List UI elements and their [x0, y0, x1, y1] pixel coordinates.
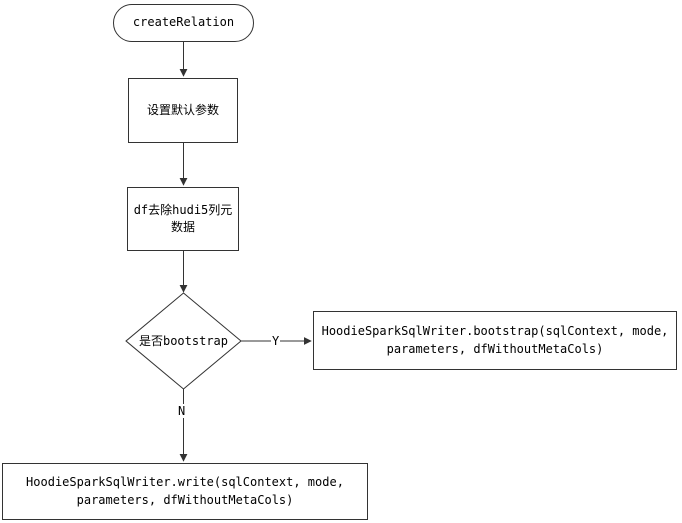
node-set-defaults-label: 设置默认参数 — [146, 102, 219, 117]
node-set-defaults: 设置默认参数 — [128, 78, 238, 143]
edge-label-no: N — [177, 404, 187, 419]
node-decision-label: 是否bootstrap — [138, 334, 229, 348]
edge-label-yes: Y — [271, 334, 281, 349]
node-start-label: createRelation — [132, 15, 235, 30]
node-bootstrap-call: HoodieSparkSqlWriter.bootstrap(sqlContex… — [313, 311, 677, 370]
node-write-call-label: HoodieSparkSqlWriter.write(sqlContext, m… — [26, 475, 344, 507]
decision-diamond-shape — [125, 292, 242, 390]
node-remove-meta-label: df去除hudi5列元数据 — [133, 202, 233, 234]
node-start: createRelation — [113, 4, 254, 42]
node-bootstrap-call-label: HoodieSparkSqlWriter.bootstrap(sqlContex… — [321, 324, 669, 356]
node-write-call: HoodieSparkSqlWriter.write(sqlContext, m… — [2, 463, 368, 520]
node-remove-meta: df去除hudi5列元数据 — [127, 187, 239, 251]
